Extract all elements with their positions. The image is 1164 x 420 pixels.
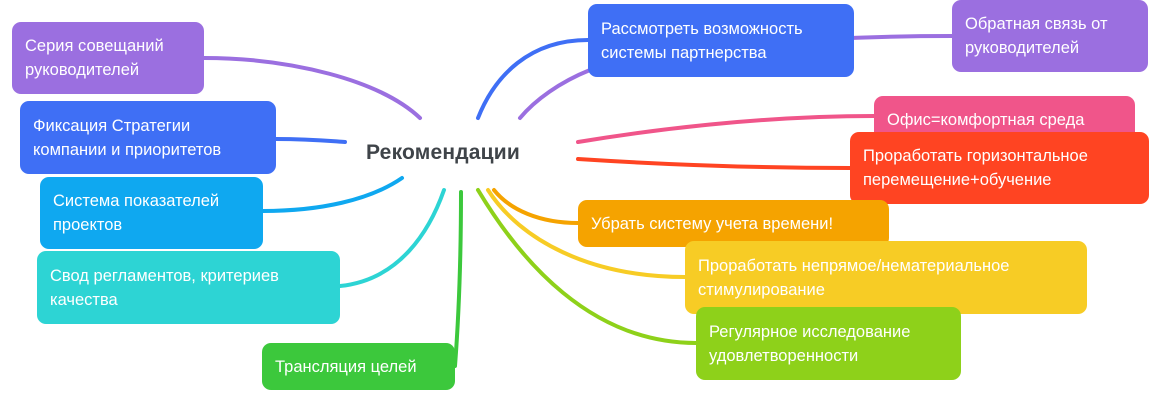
central-topic[interactable]: Рекомендации: [366, 141, 520, 164]
node-survey-label: Регулярное исследование удовлетворенност…: [709, 322, 911, 365]
node-feedback-label: Обратная связь от руководителей: [965, 15, 1108, 57]
node-meetings-label: Серия совещаний руководителей: [25, 37, 164, 79]
node-regulations[interactable]: Свод регламентов, критериев качества: [37, 251, 340, 324]
node-timetracking-label: Убрать систему учета времени!: [591, 214, 834, 233]
connector-strategy: [274, 137, 347, 144]
connector-survey: [476, 188, 698, 345]
connector-rotation: [576, 157, 852, 170]
connector-goals: [453, 190, 463, 368]
node-meetings[interactable]: Серия совещаний руководителей: [12, 22, 204, 94]
node-goals-label: Трансляция целей: [275, 357, 417, 376]
node-partnership[interactable]: Рассмотреть возможность системы партнерс…: [588, 4, 854, 77]
connector-partnership: [476, 38, 590, 120]
node-rotation-label: Проработать горизонтальное перемещение+о…: [863, 147, 1088, 189]
node-feedback[interactable]: Обратная связь от руководителей: [952, 0, 1148, 72]
node-motivation[interactable]: Проработать непрямое/нематериальное стим…: [685, 241, 1087, 314]
node-survey[interactable]: Регулярное исследование удовлетворенност…: [696, 307, 961, 380]
connector-kpi: [261, 176, 404, 213]
connector-meetings: [202, 56, 422, 120]
node-kpi[interactable]: Система показателей проектов: [40, 177, 263, 249]
connector-regulations: [338, 188, 446, 288]
node-strategy[interactable]: Фиксация Стратегии компании и приоритето…: [20, 101, 276, 174]
node-kpi-label: Система показателей проектов: [53, 192, 220, 234]
node-rotation[interactable]: Проработать горизонтальное перемещение+о…: [850, 132, 1149, 204]
node-strategy-label: Фиксация Стратегии компании и приоритето…: [33, 116, 222, 159]
node-partnership-label: Рассмотреть возможность системы партнерс…: [601, 19, 803, 62]
node-motivation-label: Проработать непрямое/нематериальное стим…: [698, 256, 1010, 299]
node-regulations-label: Свод регламентов, критериев качества: [50, 266, 279, 309]
connector-motivation: [486, 188, 687, 279]
node-timetracking[interactable]: Убрать систему учета времени!: [578, 200, 889, 247]
connector-timetracking: [492, 188, 580, 225]
node-goals[interactable]: Трансляция целей: [262, 343, 455, 390]
node-office-label: Офис=комфортная среда: [887, 111, 1085, 129]
connector-office: [576, 114, 876, 144]
